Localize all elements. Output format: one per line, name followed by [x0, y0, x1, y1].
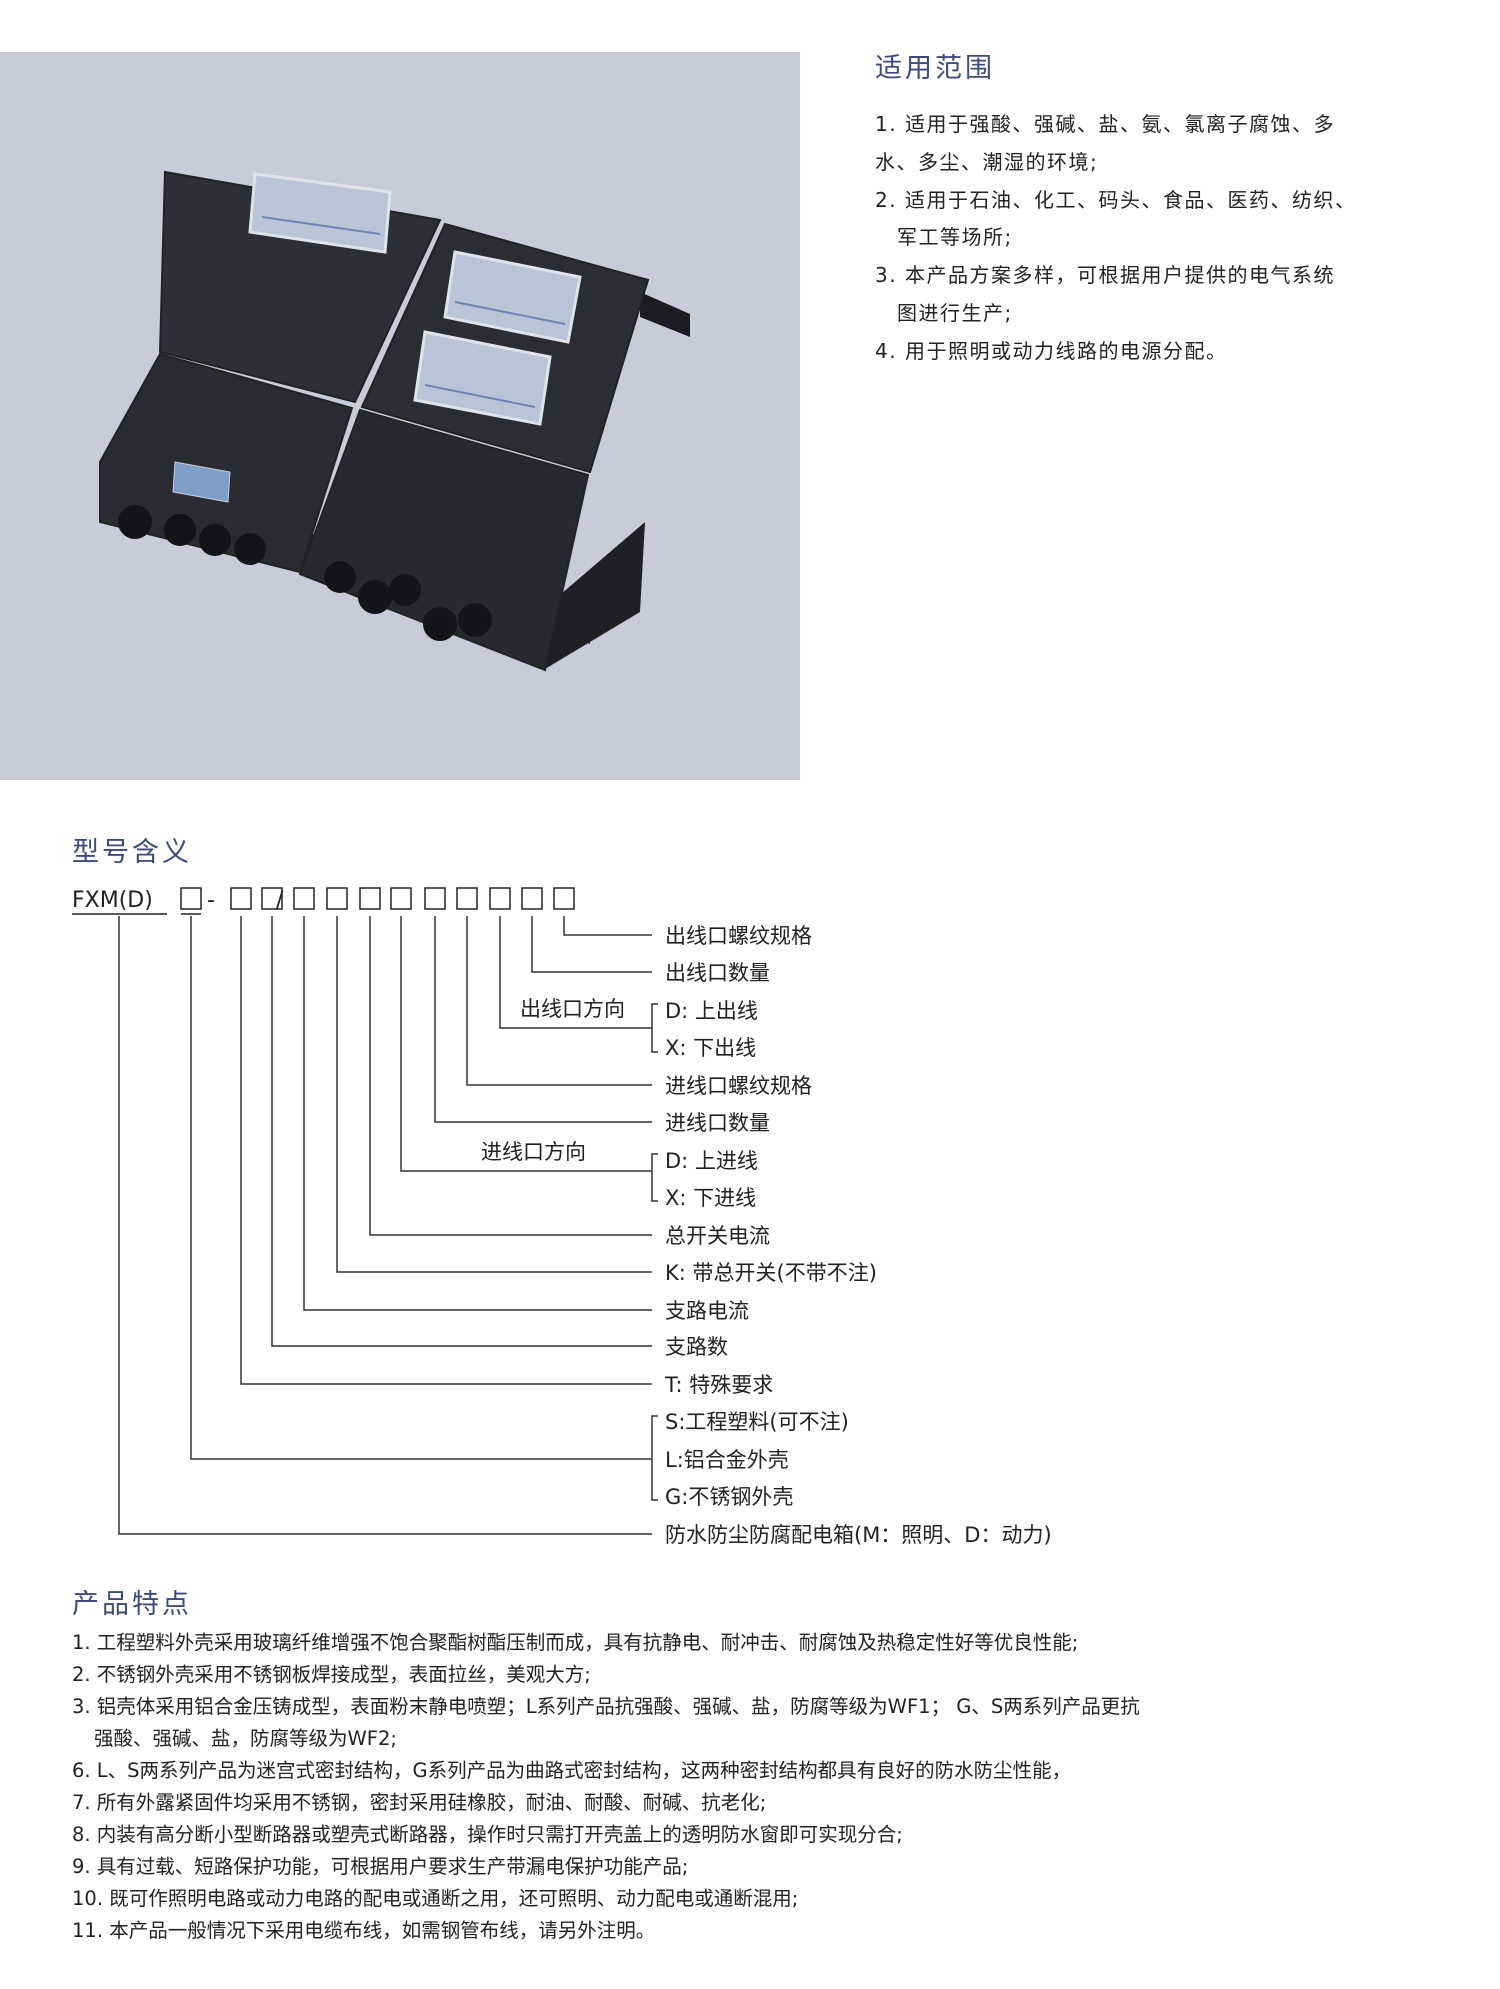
scope-line: 图进行生产; — [897, 300, 1013, 325]
code-box-1 — [230, 887, 252, 910]
leader-line-10 — [499, 916, 652, 1029]
scope-line: 3. 本产品方案多样，可根据用户提供的电气系统 — [875, 263, 1335, 288]
leader-line-1 — [190, 916, 652, 1460]
in-direction-label: 进线口方向 — [481, 1140, 586, 1164]
code-box-3 — [293, 887, 315, 910]
leader-line-3 — [271, 916, 652, 1347]
code-box-4 — [326, 887, 348, 910]
model-slash: / — [276, 888, 284, 913]
feature-line: 6. L、S两系列产品为迷宫式密封结构，G系列产品为曲路式密封结构，这两种密封结… — [72, 1759, 1072, 1782]
leader-line-4 — [303, 916, 652, 1311]
code-box-7 — [424, 887, 446, 910]
diagram-label: D: 上出线 — [665, 999, 758, 1023]
model-prefix: FXM(D) — [72, 888, 153, 913]
feature-line: 11. 本产品一般情况下采用电缆布线，如需钢管布线，请另外注明。 — [72, 1919, 656, 1942]
diagram-label: 出线口螺纹规格 — [665, 924, 812, 948]
scope-line: 1. 适用于强酸、强碱、盐、氨、氯离子腐蚀、多 — [875, 112, 1335, 136]
product-photo — [0, 52, 800, 780]
code-box-5 — [359, 887, 381, 910]
code-box-9 — [489, 887, 511, 910]
leader-line-0 — [118, 916, 652, 1535]
diagram-label: 总开关电流 — [665, 1224, 770, 1248]
scope-line: 4. 用于照明或动力线路的电源分配。 — [875, 338, 1228, 363]
scope-line: 2. 适用于石油、化工、码头、食品、医药、纺织、 — [875, 187, 1357, 212]
code-box-0 — [180, 887, 202, 910]
model-dash: - — [207, 888, 215, 913]
diagram-label: 支路电流 — [665, 1299, 749, 1323]
feature-line: 强酸、强碱、盐，防腐等级为WF2; — [94, 1727, 397, 1750]
feature-line: 8. 内装有高分断小型断路器或塑壳式断路器，操作时只需打开壳盖上的透明防水窗即可… — [72, 1823, 903, 1846]
model-title: 型号含义 — [72, 837, 192, 868]
scope-list: 1. 适用于强酸、强碱、盐、氨、氯离子腐蚀、多 水、多尘、潮湿的环境; 2. 适… — [875, 106, 1415, 371]
scope-line: 军工等场所; — [897, 225, 1013, 250]
diagram-label: 进线口数量 — [665, 1111, 770, 1135]
diagram-label: 支路数 — [665, 1335, 728, 1359]
diagram-label: X: 下出线 — [665, 1036, 756, 1060]
code-box-11 — [553, 887, 575, 910]
bracket-1 — [651, 1153, 658, 1202]
diagram-label: K: 带总开关(不带不注) — [665, 1261, 877, 1285]
leader-line-11 — [531, 916, 652, 973]
code-box-2 — [261, 887, 283, 910]
diagram-label: 出线口数量 — [665, 961, 770, 985]
diagram-label: L:铝合金外壳 — [665, 1448, 789, 1472]
feature-line: 9. 具有过载、短路保护功能，可根据用户要求生产带漏电保护功能产品; — [72, 1855, 689, 1878]
feature-line: 1. 工程塑料外壳采用玻璃纤维增强不饱合聚酯树酯压制而成，具有抗静电、耐冲击、耐… — [72, 1631, 1079, 1654]
leader-line-7 — [400, 916, 652, 1172]
diagram-label: D: 上进线 — [665, 1149, 758, 1173]
feature-line: 7. 所有外露紧固件均采用不锈钢，密封采用硅橡胶，耐油、耐酸、耐碱、抗老化; — [72, 1791, 767, 1814]
leader-line-5 — [336, 916, 652, 1273]
code-box-10 — [521, 887, 543, 910]
out-direction-label: 出线口方向 — [520, 997, 625, 1021]
diagram-label: X: 下进线 — [665, 1186, 756, 1210]
leader-line-6 — [369, 916, 652, 1236]
code-box-8 — [456, 887, 478, 910]
diagram-label: G:不锈钢外壳 — [665, 1485, 793, 1509]
diagram-label: T: 特殊要求 — [664, 1373, 773, 1397]
feature-line: 2. 不锈钢外壳采用不锈钢板焊接成型，表面拉丝，美观大方; — [72, 1663, 591, 1686]
bracket-0 — [651, 1003, 658, 1053]
leader-line-8 — [434, 916, 652, 1123]
distribution-box-illustration — [99, 170, 690, 672]
diagram-label: 防水防尘防腐配电箱(M：照明、D：动力) — [665, 1523, 1052, 1547]
scope-title: 适用范围 — [875, 53, 995, 84]
feature-line: 3. 铝壳体采用铝合金压铸成型，表面粉末静电喷塑；L系列产品抗强酸、强碱、盐，防… — [72, 1695, 1140, 1718]
diagram-label: S:工程塑料(可不注) — [665, 1410, 849, 1434]
feature-line: 10. 既可作照明电路或动力电路的配电或通断之用，还可照明、动力配电或通断混用; — [72, 1887, 799, 1910]
scope-line: 水、多尘、潮湿的环境; — [875, 149, 1099, 174]
code-box-6 — [390, 887, 412, 910]
leader-line-9 — [466, 916, 652, 1086]
leader-line-12 — [563, 916, 652, 936]
features-list: 1. 工程塑料外壳采用玻璃纤维增强不饱合聚酯树酯压制而成，具有抗静电、耐冲击、耐… — [72, 1627, 1472, 1947]
features-title: 产品特点 — [72, 1589, 192, 1620]
leader-line-2 — [240, 916, 652, 1385]
bracket-2 — [651, 1415, 658, 1501]
diagram-label: 进线口螺纹规格 — [665, 1074, 812, 1098]
